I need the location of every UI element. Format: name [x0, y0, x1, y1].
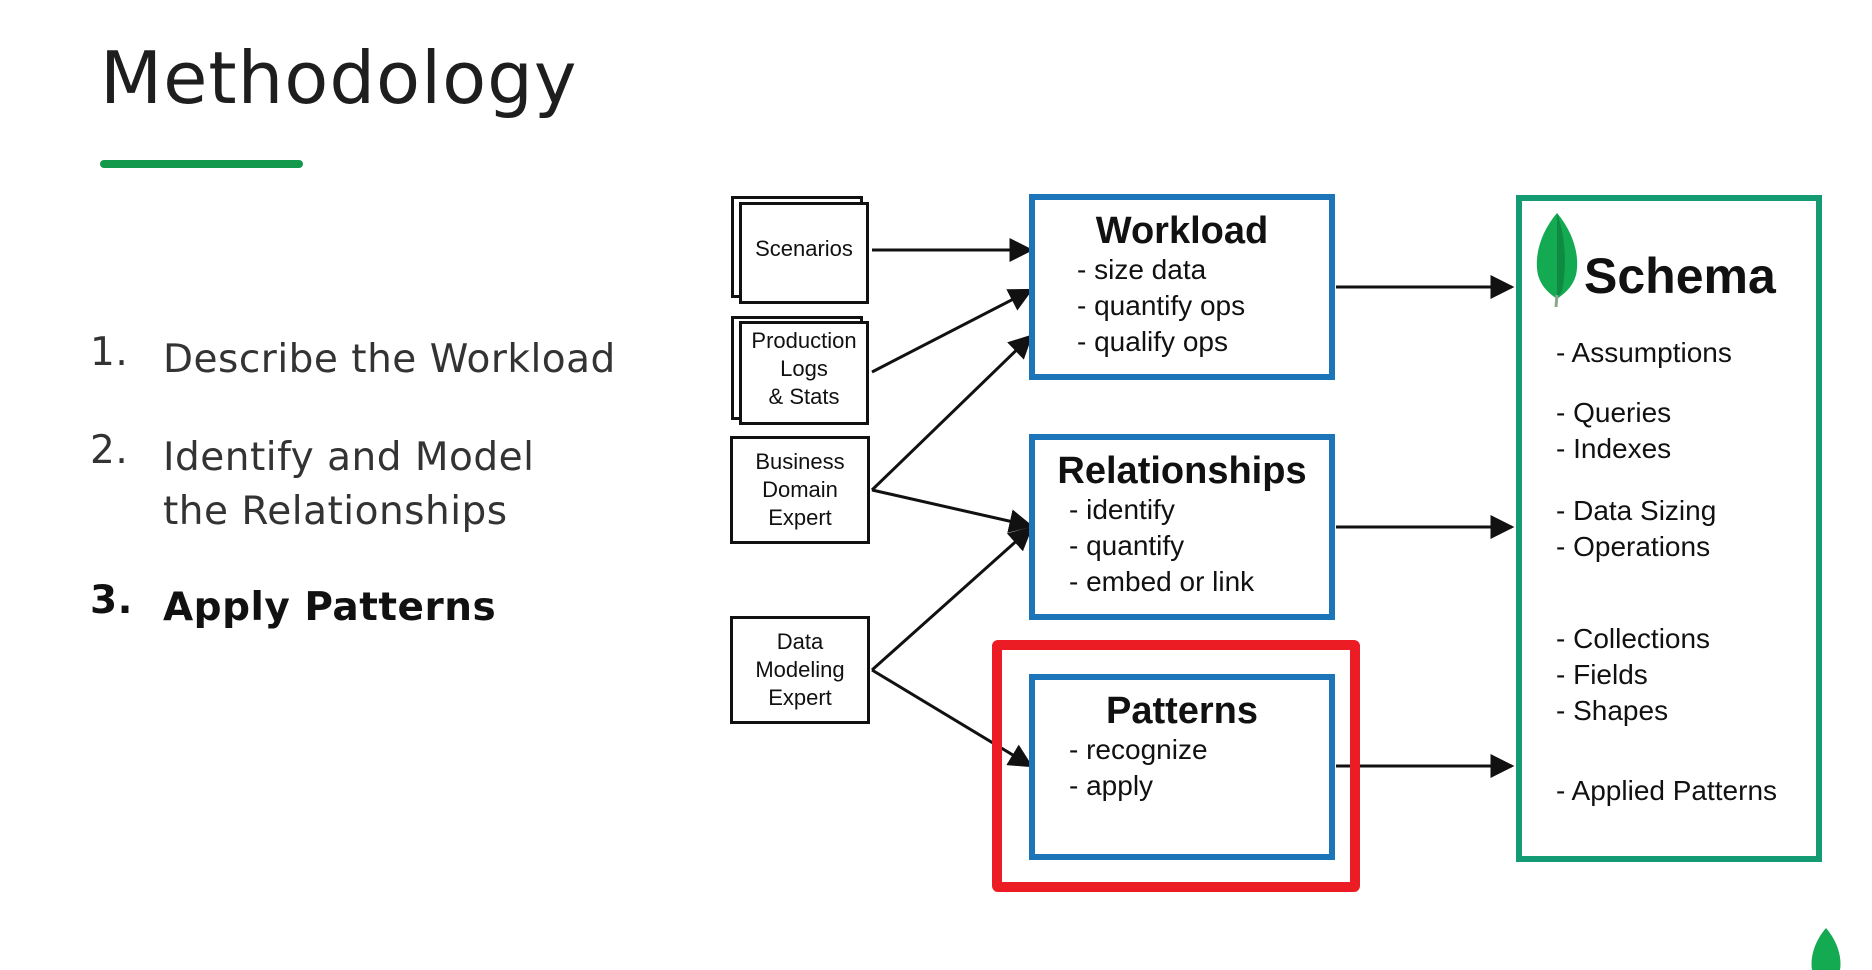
production-label-line2: Logs: [780, 356, 828, 381]
step-2-label-line1: Identify and Model: [163, 435, 535, 480]
datamodeling-label-line3: Expert: [768, 685, 832, 710]
scenarios-box: Scenarios: [739, 202, 869, 304]
workload-box: Workload - size data - quantify ops - qu…: [1029, 194, 1335, 380]
step-1-number: 1.: [90, 330, 129, 375]
workload-item-2: - quantify ops: [1077, 290, 1246, 321]
step-2-number: 2.: [90, 428, 129, 473]
business-expert-box: Business Domain Expert: [730, 436, 870, 544]
production-label-line3: & Stats: [768, 384, 840, 409]
patterns-item-2: - apply: [1069, 770, 1154, 801]
schema-item-queries: - Queries: [1556, 397, 1672, 428]
production-label-line1: Production: [751, 328, 857, 353]
patterns-title: Patterns: [1105, 690, 1259, 732]
arrow-business-workload: [870, 334, 1033, 492]
production-box: Production Logs & Stats: [739, 321, 869, 425]
schema-item-collections: - Collections: [1556, 623, 1711, 654]
schema-item-fields: - Fields: [1556, 659, 1648, 690]
step-3-label: Apply Patterns: [163, 585, 497, 630]
title-underline: [100, 160, 303, 168]
patterns-item-1: - recognize: [1069, 734, 1208, 765]
relationships-item-3: - embed or link: [1069, 566, 1255, 597]
schema-item-operations: - Operations: [1556, 531, 1711, 562]
arrow-datamodeling-patterns: [871, 668, 1034, 768]
schema-item-indexes: - Indexes: [1556, 433, 1672, 464]
schema-item-assumptions: - Assumptions: [1556, 337, 1732, 368]
slide-title: Methodology: [100, 36, 578, 120]
datamodeling-label-line1: Data: [776, 629, 824, 654]
workload-title: Workload: [1095, 210, 1269, 252]
step-1-label: Describe the Workload: [163, 337, 616, 382]
schema-item-data-sizing: - Data Sizing: [1556, 495, 1717, 526]
corner-mongodb-leaf-icon: [1811, 928, 1841, 970]
patterns-highlight-frame: [992, 640, 1360, 892]
step-3-number: 3.: [90, 578, 133, 623]
step-2-label-line2: the Relationships: [163, 489, 508, 534]
relationships-item-2: - quantify: [1069, 530, 1185, 561]
arrow-datamodeling-relationships: [871, 526, 1033, 672]
business-label-line3: Expert: [768, 505, 832, 530]
relationships-item-1: - identify: [1069, 494, 1175, 525]
mongodb-leaf-icon: [1536, 213, 1578, 307]
business-label-line1: Business: [755, 449, 845, 474]
scenarios-label: Scenarios: [755, 236, 853, 261]
data-modeling-expert-box: Data Modeling Expert: [730, 616, 870, 724]
schema-item-shapes: - Shapes: [1556, 695, 1669, 726]
datamodeling-label-line2: Modeling: [755, 657, 845, 682]
schema-box: Schema - Assumptions - Queries - Indexes…: [1516, 195, 1822, 862]
relationships-box: Relationships - identify - quantify - em…: [1029, 434, 1335, 620]
arrow-business-relationships: [871, 488, 1034, 533]
schema-title: Schema: [1584, 248, 1776, 304]
arrow-production-workload: [871, 288, 1034, 374]
workload-item-1: - size data: [1077, 254, 1207, 285]
business-label-line2: Domain: [762, 477, 838, 502]
schema-item-applied-patterns: - Applied Patterns: [1556, 775, 1778, 806]
patterns-box: Patterns - recognize - apply: [1029, 674, 1335, 860]
relationships-title: Relationships: [1057, 450, 1307, 492]
workload-item-3: - qualify ops: [1077, 326, 1228, 357]
